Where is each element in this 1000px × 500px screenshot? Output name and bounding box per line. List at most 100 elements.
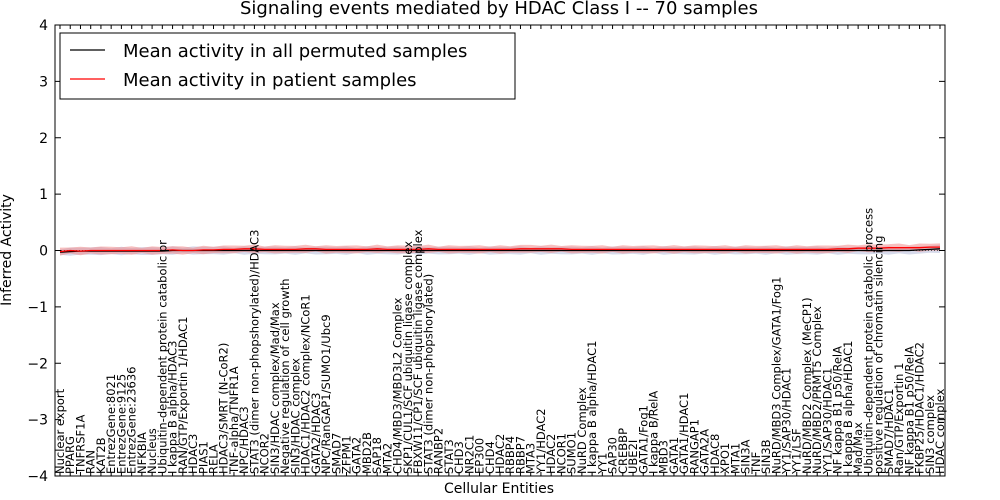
x-tick-label: Nuclear export — [53, 388, 67, 474]
x-tick-label: TNFRSF1A — [74, 415, 88, 475]
x-tick-label: YY1/HDAC2 — [534, 408, 548, 475]
x-tick-label: MTA3 — [524, 443, 538, 474]
x-tick-label: SIN3 complex — [923, 395, 937, 474]
x-tick-label: YY1 — [595, 453, 609, 475]
x-tick-label: KAT2B — [94, 437, 108, 474]
x-tick-label: NF kappa B1 p50/RelA — [902, 346, 916, 474]
x-tick-label: GATA2/HDAC3 — [309, 393, 323, 474]
x-tick-label: NCOR2 — [258, 433, 272, 474]
x-tick-label: NuRD Complex — [575, 387, 589, 474]
x-tick-label: RAN — [84, 450, 98, 474]
x-tick-label: GATA1/HDAC1 — [677, 393, 691, 474]
x-tick-label: HDAC2 — [493, 434, 507, 474]
x-tick-label: NPC/RanGAP1/SUMO1/Ubc9 — [319, 314, 333, 474]
legend-label-patient: Mean activity in patient samples — [123, 70, 417, 91]
x-tick-label: MTA2 — [380, 443, 394, 474]
x-tick-label: EntrezGene:23636 — [125, 367, 139, 474]
x-tick-label: SMAD7 — [329, 433, 343, 474]
x-tick-label: RELA — [207, 444, 221, 474]
x-tick-label: NuRD/MBD2 Complex (MeCP1) — [800, 297, 814, 474]
legend-label-permuted: Mean activity in all permuted samples — [123, 41, 467, 62]
x-tick-label: RBBP7 — [514, 436, 528, 474]
x-tick-label: UBE2I — [626, 440, 640, 474]
x-tick-label: Ubiquitin-dependent protein catabolic pr — [155, 240, 169, 474]
x-tick-label: SIN3A — [739, 439, 753, 474]
y-tick-label: −3 — [27, 413, 48, 429]
x-tick-label: MBD2B — [360, 432, 374, 474]
x-axis-label: Cellular Entities — [444, 481, 554, 497]
x-tick-label: Ran/GTP/Exportin 1 — [892, 363, 906, 474]
x-tick-label: TNF-alpha/TNFR1A — [227, 366, 241, 475]
y-tick-label: 2 — [39, 131, 48, 147]
x-tick-label: HDAC2 — [544, 434, 558, 474]
x-tick-label: SAP18 — [370, 437, 384, 474]
x-tick-label: GATA1 — [667, 437, 681, 474]
x-tick-label: Mad/Max — [851, 422, 865, 474]
y-tick-label: −1 — [27, 300, 48, 316]
x-tick-label: I kappa B alpha/HDAC3 — [166, 341, 180, 474]
y-tick-label: −2 — [27, 356, 48, 372]
series-line-patient — [59, 246, 940, 253]
x-tick-label: NR2C1 — [462, 435, 476, 474]
y-tick-label: −4 — [27, 469, 48, 485]
x-tick-label: STAT3 (dimer non-phopshorylated)/HDAC3 — [247, 230, 261, 474]
x-tick-label: HDAC8 — [708, 434, 722, 474]
x-tick-label: NF kappa B1 p50/RelA — [831, 346, 845, 474]
y-tick-label: 1 — [39, 187, 48, 203]
x-tick-label: RANGAP1 — [687, 419, 701, 474]
x-tick-label: YY1/LSF — [790, 428, 804, 475]
x-tick-label: NuRD/MBD2/PRMT5 Complex — [810, 306, 824, 474]
x-tick-label: NFKBIA — [135, 432, 149, 474]
y-tick-label: 3 — [39, 74, 48, 90]
x-tick-label: RBBP4 — [503, 436, 517, 474]
x-tick-label: SKP1/CUL1/SCF ubiquitin ligase complex — [401, 241, 415, 474]
x-tick-label: HDAC1/HDAC2 complex/NCoR1 — [299, 294, 313, 474]
x-tick-label: YY1/SAP30/HDAC1 — [780, 368, 794, 475]
x-tick-label: RAN/GTP/Exportin 1/HDAC1 — [176, 317, 190, 475]
x-tick-label: SUMO1 — [565, 432, 579, 474]
x-tick-label: STAT3 — [442, 439, 456, 474]
series-lines — [55, 246, 945, 253]
y-tick-label: 0 — [39, 244, 48, 260]
x-tick-label: Negative regulation of cell growth — [278, 278, 292, 474]
chart-title: Signaling events mediated by HDAC Class … — [240, 0, 758, 19]
x-tick-label: ZFPM1 — [340, 435, 354, 474]
x-tick-label: SIN3/HDAC complex/Mad/Max — [268, 302, 282, 474]
x-tick-label: CHD4 — [483, 441, 497, 474]
x-tick-label: MBD3 — [657, 440, 671, 474]
x-tick-label: YY1/SAP30/HDAC1 — [820, 368, 834, 475]
x-tick-label: GATA1/Fog1 — [636, 405, 650, 474]
x-tick-label: NuRD/MBD3 Complex/GATA1/Fog1 — [769, 277, 783, 475]
x-tick-label: GATA2 — [350, 437, 364, 474]
y-axis-label: Inferred Activity — [0, 194, 15, 306]
x-tick-label: NCOR1 — [554, 433, 568, 474]
x-tick-label: PPARG — [63, 436, 77, 474]
x-tick-labels: Nuclear exportPPARGTNFRSF1ARANKAT2BEntre… — [53, 208, 947, 475]
x-tick-label: XPO1 — [718, 443, 732, 474]
legend-box — [59, 32, 516, 100]
x-tick-label: SIN3B — [759, 439, 773, 474]
y-tick-label: 4 — [39, 18, 48, 34]
x-tick-label: I kappa B/RelA — [647, 391, 661, 474]
x-tick-label: PIAS1 — [196, 441, 210, 474]
x-ticks — [59, 25, 941, 476]
x-tick-label: TNF — [749, 452, 763, 475]
x-tick-label: HDAC3 — [186, 434, 200, 474]
x-tick-label: GATA2A — [698, 429, 712, 474]
x-tick-label: HDAC complex — [933, 388, 947, 474]
plot-frame — [54, 24, 946, 477]
x-tick-label: STAT3 (dimer non-phopshorylated) — [421, 274, 435, 474]
y-ticks: −4 −3 −2 −1 0 1 2 3 4 — [27, 18, 945, 485]
x-tick-label: I kappa B alpha/HDAC1 — [585, 341, 599, 474]
x-tick-label: EP300 — [473, 438, 487, 474]
legend: Mean activity in all permuted samples Me… — [59, 32, 516, 100]
x-tick-label: HDAC3/SMRT (N-CoR2) — [217, 343, 231, 474]
x-tick-label: EntrezGene:9125 — [114, 374, 128, 474]
x-tick-label: NPC/HDAC3 — [237, 406, 251, 474]
x-tick-label: SAP30 — [606, 437, 620, 474]
x-tick-label: SIN3/HDAC complex — [288, 358, 302, 474]
x-tick-label: CHD3 — [452, 441, 466, 474]
x-tick-label: EntrezGene:8021 — [104, 374, 118, 474]
x-tick-label: I kappa B alpha/HDAC1 — [841, 341, 855, 474]
